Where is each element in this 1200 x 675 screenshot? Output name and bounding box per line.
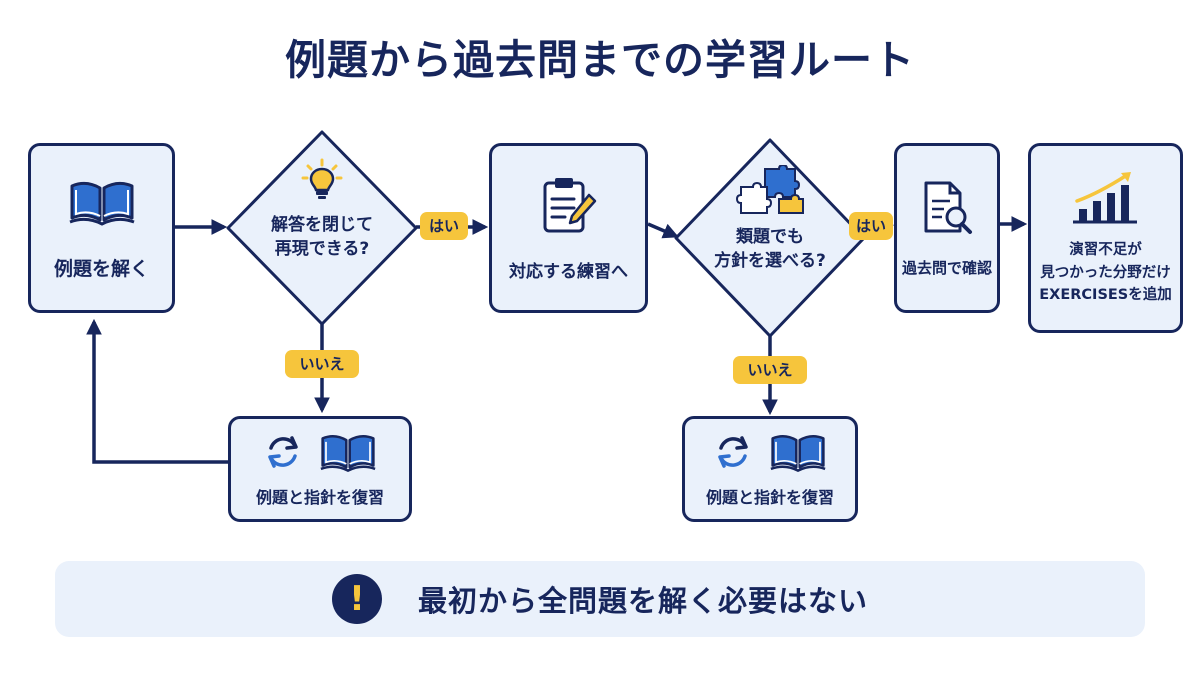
node-practice-label: 対応する練習へ (509, 261, 628, 282)
puzzle-icon (735, 165, 804, 214)
node-practice: 対応する練習へ (489, 143, 648, 313)
summary-banner: ! 最初から全問題を解く必要はない (55, 561, 1145, 637)
node-add-exercises-label: 演習不足が 見つかった分野だけ EXERCISESを追加 (1039, 242, 1172, 304)
arrow-review-to-solve (86, 318, 228, 464)
growth-chart-icon (1072, 172, 1137, 224)
decision1-label: 解答を閉じて 再現できる? (271, 215, 373, 259)
edge-label-no-1: いいえ (285, 350, 359, 378)
document-search-icon (924, 181, 972, 234)
summary-message: 最初から全問題を解く必要はない (417, 584, 868, 618)
arrow-practice-to-decision2 (647, 222, 679, 239)
refresh-icon (268, 436, 298, 468)
decision2-label: 類題でも 方針を選べる? (714, 227, 826, 271)
edge-label-yes-1: はい (420, 212, 468, 240)
node-solve-examples: 例題を解く (28, 143, 175, 313)
lightbulb-icon (301, 158, 343, 199)
page-title: 例題から過去問までの学習ルート (285, 36, 915, 84)
open-book-icon (770, 435, 826, 473)
node-add-exercises: 演習不足が 見つかった分野だけ EXERCISESを追加 (1028, 143, 1183, 333)
node-review-2-label: 例題と指針を復習 (705, 488, 834, 507)
node-past-exam-label: 過去問で確認 (901, 258, 992, 277)
clipboard-pencil-icon (543, 177, 596, 232)
open-book-icon (68, 181, 135, 226)
node-review-2: 例題と指針を復習 (682, 416, 858, 522)
open-book-icon (320, 435, 376, 473)
refresh-icon (718, 436, 748, 468)
exclamation-icon: ! (331, 574, 382, 624)
node-review-1-label: 例題と指針を復習 (255, 488, 384, 507)
edge-label-no-2: いいえ (733, 356, 807, 384)
node-solve-examples-label: 例題を解く (53, 257, 149, 280)
node-review-1: 例題と指針を復習 (228, 416, 412, 522)
node-past-exam: 過去問で確認 (894, 143, 1000, 313)
edge-label-yes-2: はい (849, 212, 893, 240)
